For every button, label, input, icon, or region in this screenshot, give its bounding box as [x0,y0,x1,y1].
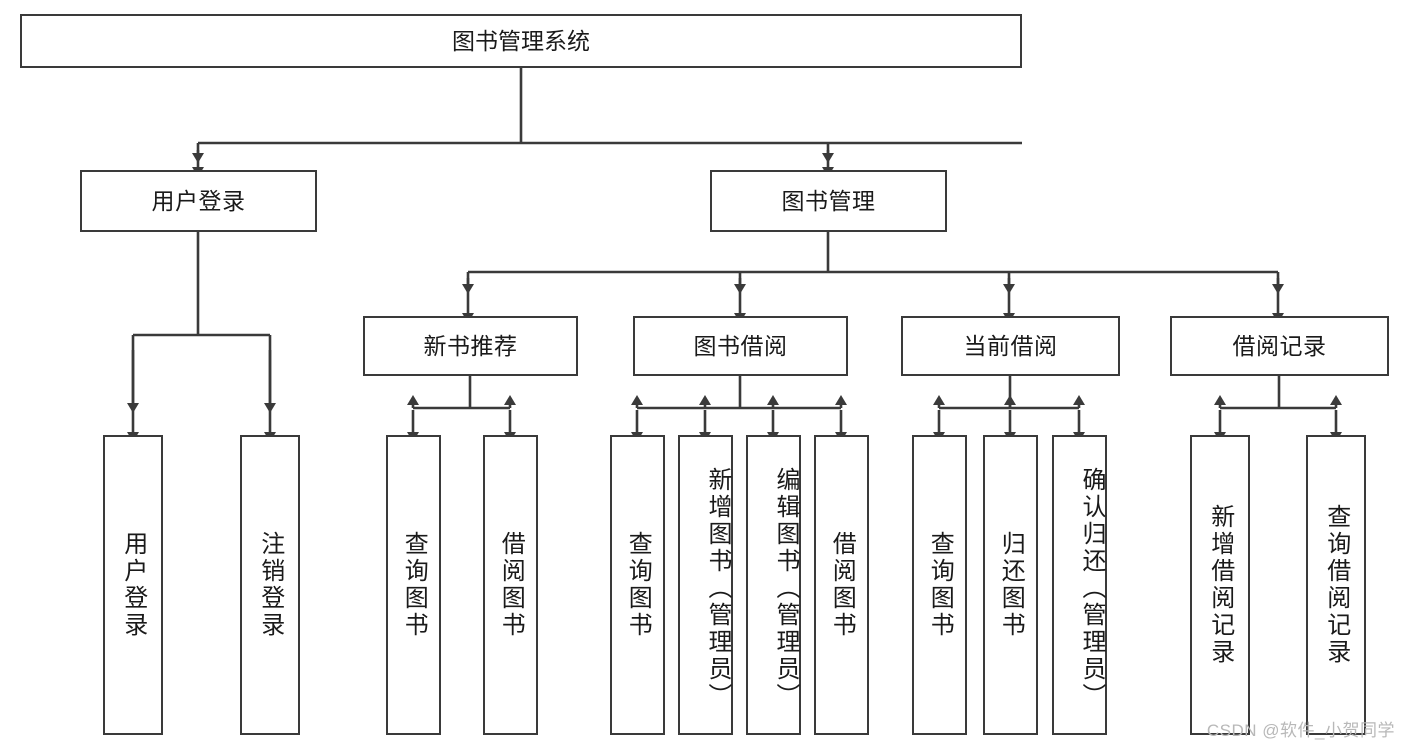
node-leaf-borrow-book[interactable]: 借阅图书 [814,435,869,735]
node-leaf-confirm-return-admin[interactable]: 确认归还（管理员） [1052,435,1107,735]
node-leaf-query-book-borrow[interactable]: 查询图书 [610,435,665,735]
node-new-book-recommend[interactable]: 新书推荐 [363,316,578,376]
node-leaf-user-login[interactable]: 用户登录 [103,435,163,735]
node-leaf-add-book-admin[interactable]: 新增图书（管理员） [678,435,733,735]
node-leaf-logout[interactable]: 注销登录 [240,435,300,735]
node-user-login[interactable]: 用户登录 [80,170,317,232]
node-root-system[interactable]: 图书管理系统 [20,14,1022,68]
node-leaf-query-book-current[interactable]: 查询图书 [912,435,967,735]
node-book-borrow[interactable]: 图书借阅 [633,316,848,376]
node-leaf-borrow-book-recommend[interactable]: 借阅图书 [483,435,538,735]
node-book-manage[interactable]: 图书管理 [710,170,947,232]
node-leaf-query-book-recommend[interactable]: 查询图书 [386,435,441,735]
node-borrow-record[interactable]: 借阅记录 [1170,316,1389,376]
node-leaf-add-borrow-record[interactable]: 新增借阅记录 [1190,435,1250,735]
watermark-text: CSDN @软件_小贺同学 [1206,721,1395,740]
node-leaf-query-borrow-record[interactable]: 查询借阅记录 [1306,435,1366,735]
node-current-borrow[interactable]: 当前借阅 [901,316,1120,376]
node-leaf-edit-book-admin[interactable]: 编辑图书（管理员） [746,435,801,735]
node-leaf-return-book[interactable]: 归还图书 [983,435,1038,735]
